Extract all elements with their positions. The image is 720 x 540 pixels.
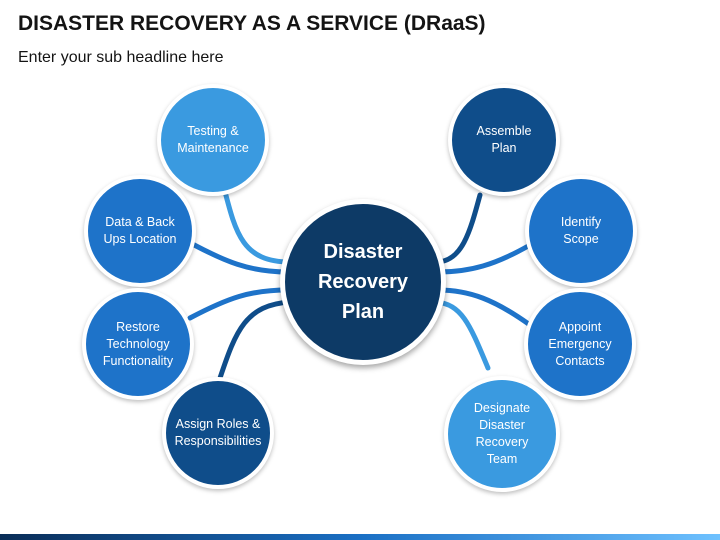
node-label: Data & Back Ups Location (103, 215, 177, 246)
node-label: Restore Technology Functionality (102, 319, 174, 368)
center-label: Disaster Recovery Plan (317, 241, 409, 323)
connector-assign-roles (217, 299, 293, 381)
node-testing-maintenance: Testing & Maintenance (157, 84, 269, 196)
connector-assemble (433, 192, 483, 265)
bottom-accent-bar (0, 534, 720, 540)
connector-identify (435, 242, 533, 275)
node-label: Testing & Maintenance (177, 124, 249, 155)
node-data-backup-location: Data & Back Ups Location (84, 175, 196, 287)
node-label: Designate Disaster Recovery Team (473, 401, 531, 466)
node-label: Appoint Emergency Contacts (548, 319, 612, 368)
node-restore-technology: Restore Technology Functionality (82, 288, 194, 400)
node-designate-recovery-team: Designate Disaster Recovery Team (444, 376, 560, 492)
center-hub-disaster-recovery-plan: Disaster Recovery Plan (280, 199, 446, 365)
connector-restore (187, 287, 291, 321)
node-appoint-emergency-contacts: Appoint Emergency Contacts (524, 288, 636, 400)
node-label: Identify Scope (560, 215, 602, 246)
node-assign-roles: Assign Roles & Responsibilities (162, 377, 274, 489)
node-assemble-plan: Assemble Plan (448, 84, 560, 196)
node-label: Assign Roles & Responsibilities (174, 417, 262, 448)
node-identify-scope: Identify Scope (525, 175, 637, 287)
connector-data-backup (182, 237, 291, 275)
connector-designate (433, 299, 491, 371)
connector-appoint (435, 287, 533, 328)
connector-testing (219, 177, 293, 265)
node-label: Assemble Plan (476, 124, 532, 155)
page-title: DISASTER RECOVERY AS A SERVICE (DRaaS) (18, 12, 486, 35)
page-subtitle: Enter your sub headline here (18, 49, 224, 66)
